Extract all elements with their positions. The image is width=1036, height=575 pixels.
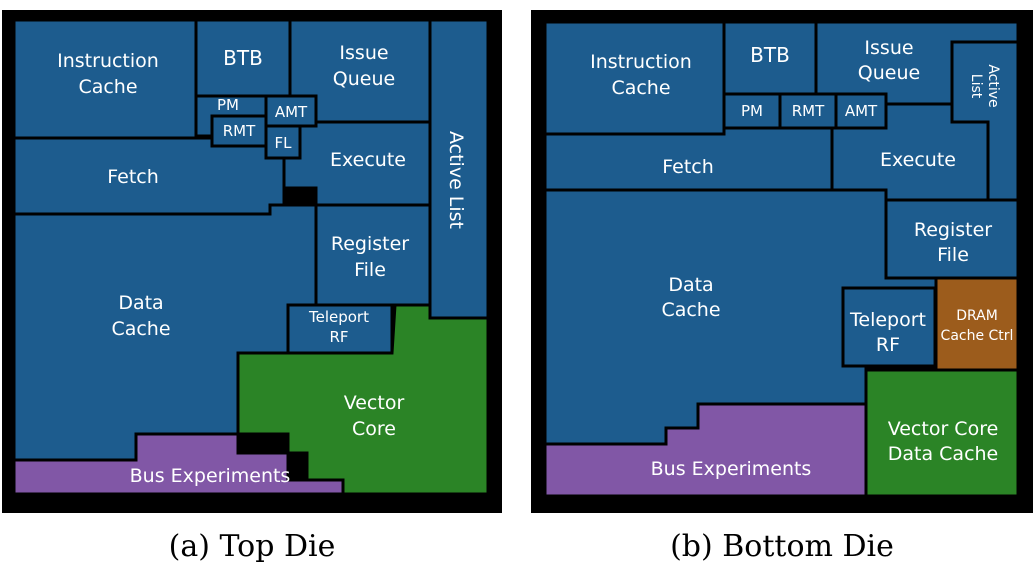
bottom-amt-label: AMT bbox=[845, 102, 878, 120]
bottom-fetch-label: Fetch bbox=[662, 156, 714, 178]
top-pm-label: PM bbox=[217, 96, 239, 114]
top-register-file-block bbox=[314, 203, 432, 307]
bottom-rmt-label: RMT bbox=[792, 102, 825, 120]
bottom-bus-experiments-block bbox=[543, 402, 868, 498]
bottom-execute-label: Execute bbox=[880, 149, 956, 171]
bottom-active-list-label: ActiveList bbox=[968, 64, 1001, 107]
bottom-btb-block bbox=[722, 20, 818, 96]
top-fetch-label: Fetch bbox=[107, 166, 159, 188]
top-btb-block bbox=[194, 18, 292, 98]
top-teleport-rf-block bbox=[286, 303, 394, 355]
top-bus-experiments-label: Bus Experiments bbox=[130, 465, 291, 487]
bottom-instruction-cache-block bbox=[543, 20, 726, 136]
top-bus-experiments-block bbox=[12, 432, 345, 496]
top-instruction-cache-block bbox=[12, 18, 198, 140]
top-fl-label: FL bbox=[275, 134, 293, 152]
top-execute-block bbox=[282, 120, 432, 207]
top-execute-label: Execute bbox=[330, 149, 406, 171]
top-rmt-label: RMT bbox=[223, 122, 256, 140]
bottom-pm-label: PM bbox=[741, 102, 763, 120]
top-amt-label: AMT bbox=[275, 103, 308, 121]
bottom-die-caption: (b) Bottom Die bbox=[670, 529, 894, 564]
top-die-caption: (a) Top Die bbox=[169, 529, 336, 564]
bottom-bus-experiments-label: Bus Experiments bbox=[651, 458, 812, 480]
bottom-btb-label: BTB bbox=[750, 43, 790, 67]
bottom-dram-cache-ctrl-block bbox=[934, 276, 1020, 372]
top-btb-label: BTB bbox=[223, 46, 263, 70]
top-active-list-label: Active List bbox=[445, 131, 467, 229]
